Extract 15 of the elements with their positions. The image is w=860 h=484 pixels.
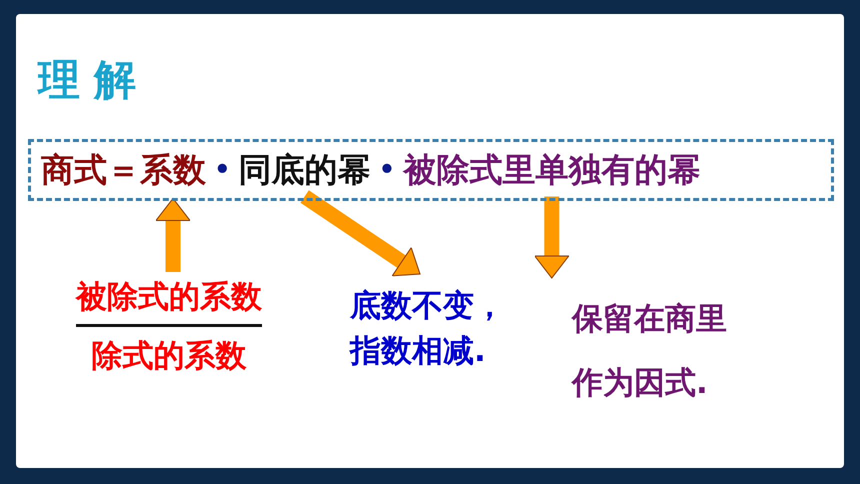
formula-term: 同底的幂 — [238, 148, 371, 192]
bullet-dot: • — [214, 155, 231, 185]
numerator-text: 被除式的系数 — [76, 278, 262, 317]
formula-box — [28, 139, 834, 201]
block-arrow — [156, 198, 190, 272]
formula-text: 商式＝ — [41, 148, 140, 190]
formula-term: 系数 — [140, 148, 206, 192]
note-text: 保留在商里作为因式. — [572, 288, 736, 416]
block-arrow — [300, 190, 420, 276]
denominator-text: 除式的系数 — [90, 337, 248, 376]
title-text: 理解 — [38, 54, 150, 106]
bullet-dot: • — [378, 155, 396, 185]
formula-term: 被除式里单独有的幂 — [403, 148, 700, 192]
block-arrow — [534, 196, 570, 278]
note-text: 底数不变，指数相减. — [350, 284, 514, 374]
